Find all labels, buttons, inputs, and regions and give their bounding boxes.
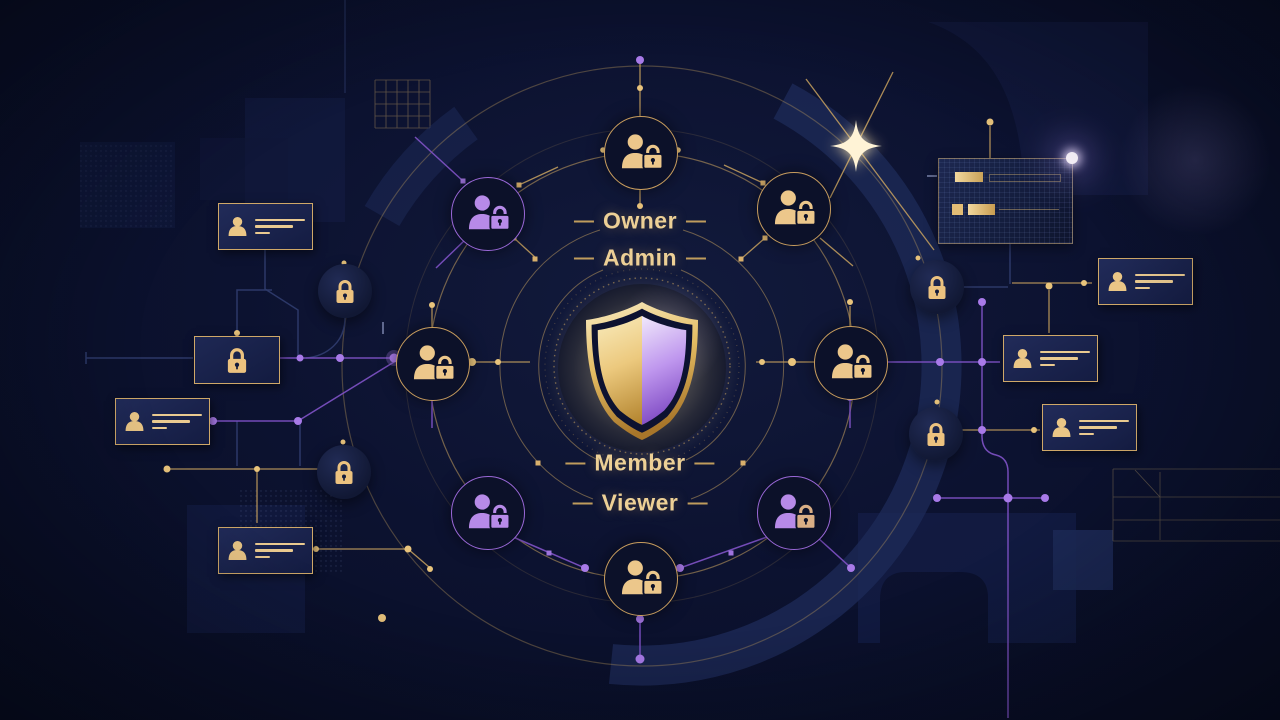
user-icon xyxy=(228,541,247,560)
user-lock-icon xyxy=(774,190,817,226)
lock-icon xyxy=(927,422,945,446)
text-lines xyxy=(255,218,305,235)
label-dash xyxy=(687,502,708,504)
user-icon xyxy=(1108,272,1127,291)
role-label: Viewer xyxy=(601,489,679,516)
user-badge-lower-left xyxy=(451,476,525,550)
id-card xyxy=(218,527,313,574)
blueprint-grid xyxy=(1112,468,1280,542)
id-card xyxy=(1003,335,1098,382)
user-icon xyxy=(125,412,144,431)
redacted-line xyxy=(999,209,1059,210)
gold-traces xyxy=(167,62,1092,568)
text-lines xyxy=(1135,273,1185,290)
redacted-outline xyxy=(989,174,1061,182)
user-icon xyxy=(1013,349,1032,368)
user-icon xyxy=(228,217,247,236)
glow-dot-icon xyxy=(1066,152,1078,164)
lock-circle xyxy=(317,445,371,499)
user-lock-icon xyxy=(621,134,664,170)
user-badge-right xyxy=(814,326,888,400)
lock-icon xyxy=(928,275,946,299)
id-card xyxy=(218,203,313,250)
user-lock-icon xyxy=(468,494,511,530)
user-lock-icon xyxy=(413,345,456,381)
user-lock-icon xyxy=(831,344,874,380)
ring-label-viewer: Viewer xyxy=(572,489,708,517)
lock-icon xyxy=(227,347,247,373)
redacted-square xyxy=(952,204,963,215)
label-dash xyxy=(565,462,586,464)
redacted-bar xyxy=(955,172,983,182)
shield-icon xyxy=(580,293,704,443)
text-lines xyxy=(1079,419,1129,436)
gold-node-dots xyxy=(163,85,1087,622)
data-panel xyxy=(938,158,1073,244)
grid-pattern-topleft xyxy=(374,79,431,129)
label-dash xyxy=(572,502,593,504)
text-lines xyxy=(152,413,202,430)
ring-label-owner: Owner xyxy=(573,207,707,235)
ring-label-admin: Admin xyxy=(573,244,707,272)
id-card xyxy=(1042,404,1137,451)
user-lock-icon xyxy=(621,560,664,596)
role-label: Owner xyxy=(602,207,678,234)
lock-circle xyxy=(318,264,372,318)
user-lock-icon xyxy=(774,494,817,530)
label-dash xyxy=(573,220,594,222)
id-card xyxy=(1098,258,1193,305)
lock-card xyxy=(194,336,280,384)
redacted-bar xyxy=(968,204,995,215)
text-lines xyxy=(1040,350,1090,367)
text-lines xyxy=(255,542,305,559)
user-badge-bottom xyxy=(604,542,678,616)
user-icon xyxy=(1052,418,1071,437)
lock-icon xyxy=(336,279,354,303)
navy-traces xyxy=(85,0,1011,466)
label-dash xyxy=(686,257,707,259)
lock-icon xyxy=(335,460,353,484)
id-card xyxy=(115,398,210,445)
tick-dashes xyxy=(382,175,937,334)
role-label: Admin xyxy=(602,244,678,271)
lock-circle xyxy=(910,260,964,314)
role-label: Member xyxy=(594,449,686,476)
label-dash xyxy=(694,462,715,464)
label-dash xyxy=(573,257,594,259)
user-lock-icon xyxy=(468,195,511,231)
ring-label-member: Member xyxy=(565,449,715,477)
label-dash xyxy=(686,220,707,222)
sparkle-icon xyxy=(828,118,884,174)
user-badge-top xyxy=(604,116,678,190)
user-badge-upper-right xyxy=(757,172,831,246)
lock-circle xyxy=(909,407,963,461)
user-badge-upper-left xyxy=(451,177,525,251)
user-badge-left xyxy=(396,327,470,401)
user-badge-lower-right xyxy=(757,476,831,550)
